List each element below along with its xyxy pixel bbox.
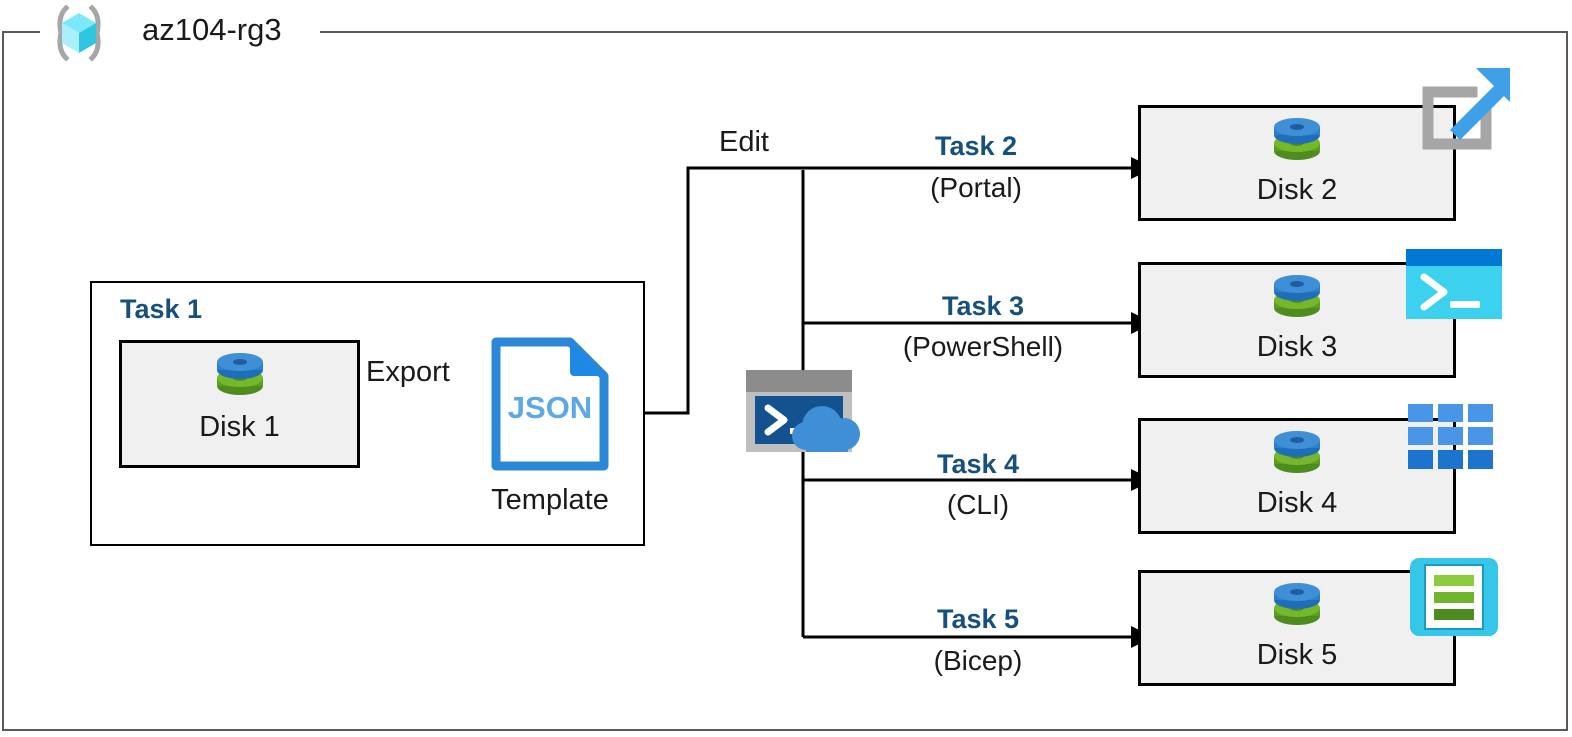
disk5-caption: Disk 5 bbox=[1256, 639, 1338, 671]
disk1-box: Disk 1 bbox=[119, 340, 360, 468]
disk2-caption: Disk 2 bbox=[1256, 174, 1338, 206]
json-file-icon: JSON bbox=[490, 336, 610, 472]
template-caption: Template bbox=[491, 484, 609, 516]
disk3-caption: Disk 3 bbox=[1256, 331, 1338, 363]
export-label: Export bbox=[366, 356, 450, 388]
powershell-icon bbox=[1406, 249, 1502, 319]
cloud-shell-icon bbox=[744, 366, 866, 458]
resource-group-name: az104-rg3 bbox=[142, 12, 282, 47]
task5-tool-label: (Bicep) bbox=[933, 645, 1023, 676]
resource-group-cube-icon bbox=[48, 2, 110, 64]
task3-tool-label: (PowerShell) bbox=[902, 331, 1064, 362]
bicep-template-icon bbox=[1408, 556, 1500, 638]
task3-label: Task 3 bbox=[941, 291, 1025, 321]
disk4-box: Disk 4 bbox=[1138, 418, 1456, 534]
disk-stack-icon bbox=[212, 353, 268, 405]
disk1-caption: Disk 1 bbox=[199, 411, 280, 443]
task2-label: Task 2 bbox=[934, 131, 1018, 161]
disk-stack-icon bbox=[1269, 275, 1325, 327]
edit-label: Edit bbox=[719, 126, 769, 158]
task4-label: Task 4 bbox=[936, 449, 1020, 479]
disk-stack-icon bbox=[1269, 118, 1325, 170]
disk-stack-icon bbox=[1269, 583, 1325, 635]
disk2-box: Disk 2 bbox=[1138, 105, 1456, 221]
task1-label: Task 1 bbox=[120, 294, 203, 324]
azure-cli-icon bbox=[1408, 404, 1494, 470]
json-file-type: JSON bbox=[508, 390, 592, 425]
task2-tool-label: (Portal) bbox=[930, 172, 1022, 203]
azure-portal-icon bbox=[1410, 62, 1514, 162]
connector-template-to-task2 bbox=[645, 166, 1131, 415]
disk5-box: Disk 5 bbox=[1138, 570, 1456, 686]
disk3-box: Disk 3 bbox=[1138, 262, 1456, 378]
disk4-caption: Disk 4 bbox=[1256, 487, 1338, 519]
task5-label: Task 5 bbox=[936, 604, 1020, 634]
disk-stack-icon bbox=[1269, 431, 1325, 483]
task4-tool-label: (CLI) bbox=[946, 489, 1010, 520]
resource-group-container bbox=[2, 31, 1568, 731]
